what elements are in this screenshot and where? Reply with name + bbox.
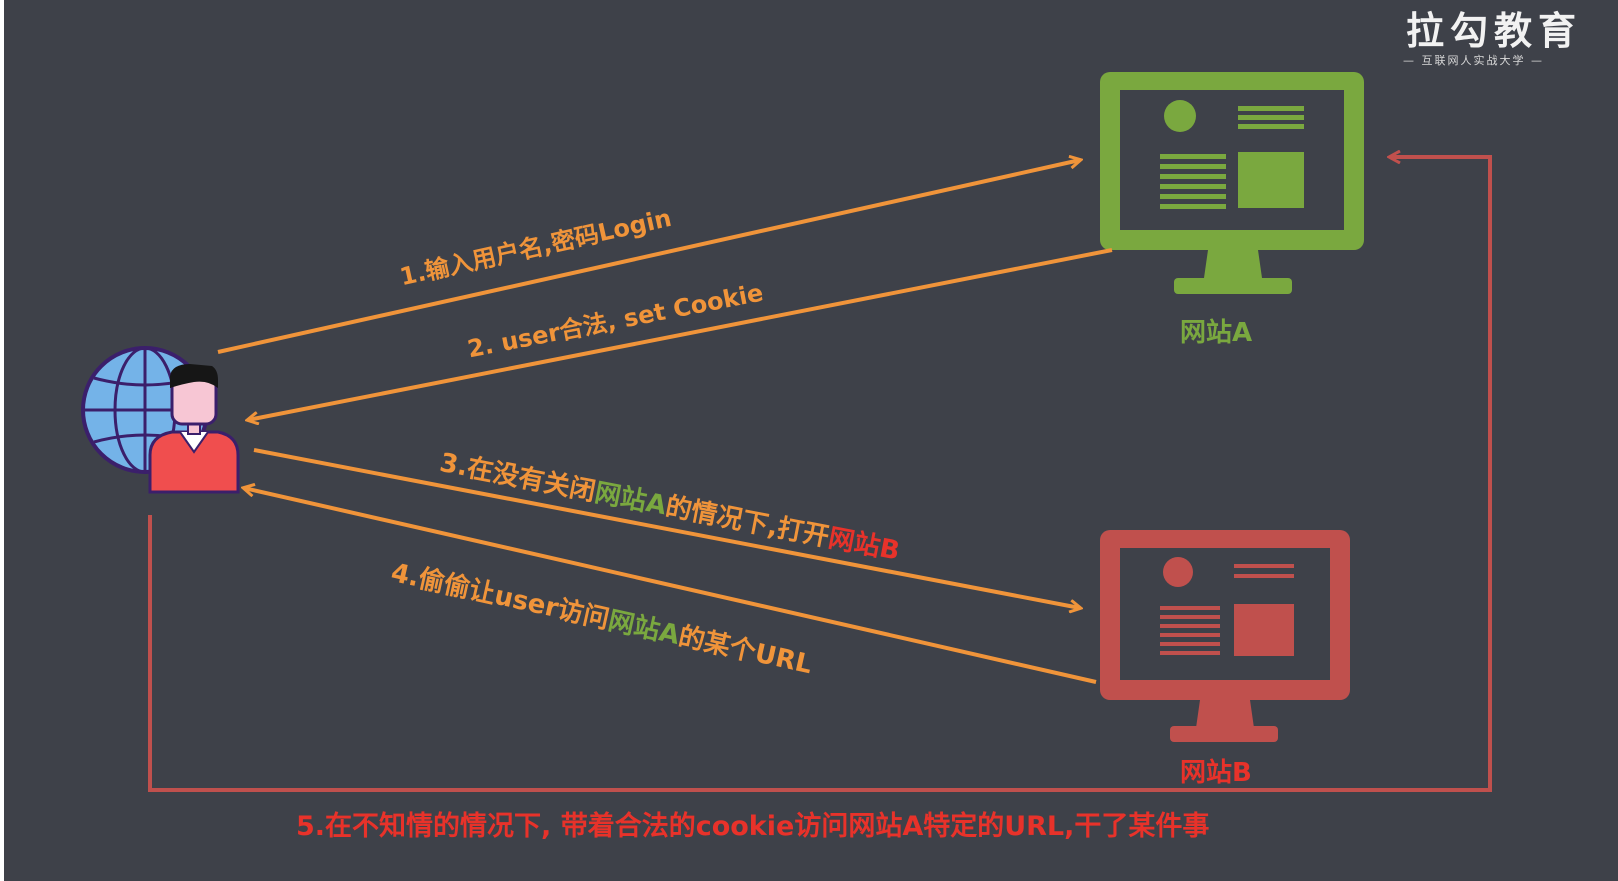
arrow-step-2: [248, 248, 1113, 420]
website-b-label: 网站B: [1180, 758, 1252, 788]
step-5-label: 5.在不知情的情况下, 带着合法的cookie访问网站A特定的URL,干了某件事: [296, 811, 1210, 842]
user-icon: [148, 364, 240, 494]
brand-tagline: — 互联网人实战大学 —: [1403, 54, 1544, 67]
website-a-label: 网站A: [1180, 318, 1253, 348]
arrow-step-3: [253, 448, 1080, 608]
diagram-background: [4, 0, 1618, 881]
brand-logo: 拉勾教育: [1406, 9, 1583, 53]
arrow-step-5: [148, 157, 1492, 792]
website-b-monitor-icon: [1100, 530, 1350, 742]
website-a-monitor-icon: [1100, 72, 1364, 294]
arrow-step-4: [244, 488, 1097, 684]
arrow-step-1: [217, 160, 1080, 354]
